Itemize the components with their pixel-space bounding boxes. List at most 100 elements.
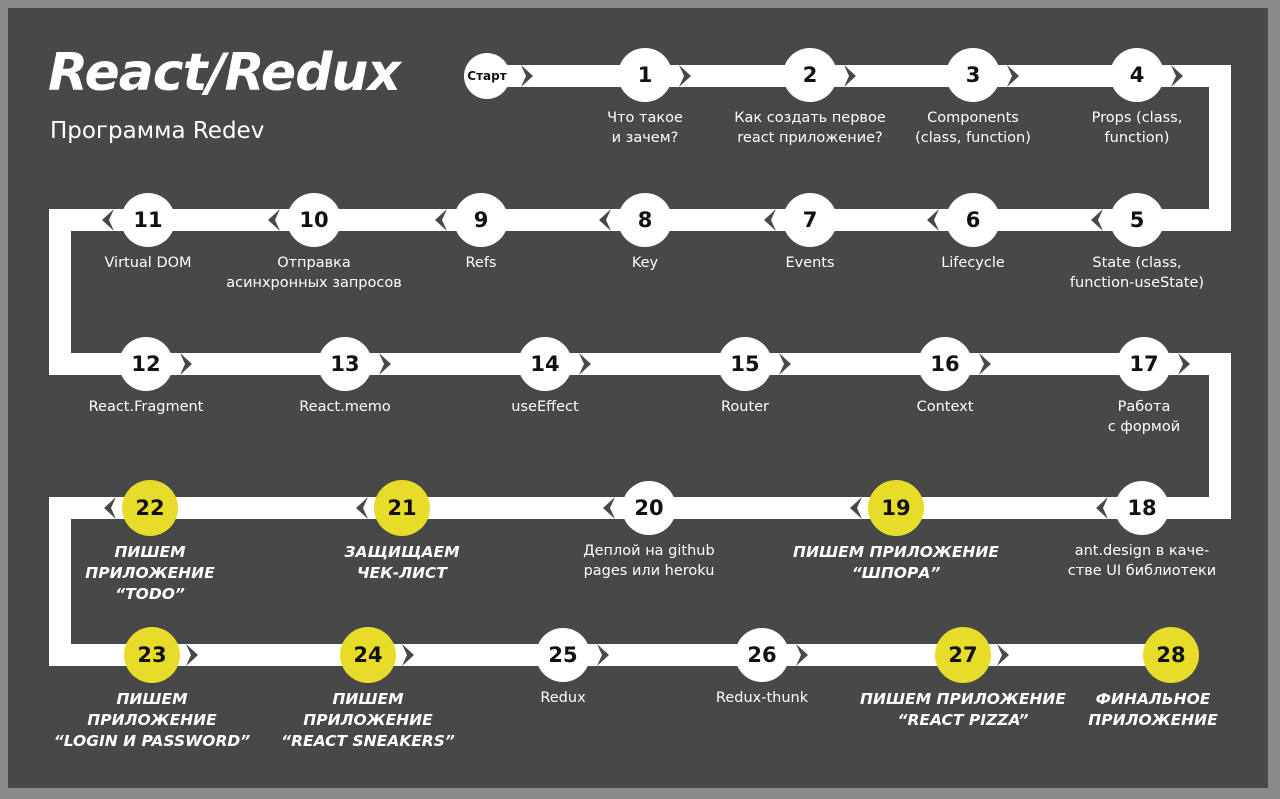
step-node-17: 17 <box>1117 337 1171 391</box>
step-node-6: 6 <box>946 193 1000 247</box>
step-label-15: Router <box>720 399 770 415</box>
step-node-5: 5 <box>1110 193 1164 247</box>
step-label-24: Пишем приложение “React Sneakers” <box>281 690 455 750</box>
step-number: 15 <box>730 352 760 376</box>
step-label-3: Components (class, function) <box>915 110 1031 146</box>
track-chevron <box>764 209 776 231</box>
step-label-5: State (class, function-useState) <box>1069 255 1205 291</box>
track-chevron <box>268 209 280 231</box>
step-label-11: Virtual DOM <box>104 255 192 271</box>
step-node-27: 27 <box>935 627 991 683</box>
track-chevron <box>979 353 991 375</box>
step-label-10: Отправка асинхронных запросов <box>226 255 402 291</box>
step-label-28: Финальное приложение <box>1088 690 1218 729</box>
step-number: 27 <box>948 643 978 667</box>
step-label-27: Пишем приложение “React pizza” <box>860 690 1066 729</box>
step-label-14: useEffect <box>511 399 579 415</box>
track-chevron <box>997 644 1009 666</box>
step-number: 1 <box>637 63 653 87</box>
track-chevron <box>1178 353 1190 375</box>
step-label-4: Props (class, function) <box>1091 110 1183 146</box>
track-chevron <box>844 65 856 87</box>
track-chevron <box>1007 65 1019 87</box>
step-node-26: 26 <box>735 628 789 682</box>
step-node-2: 2 <box>783 48 837 102</box>
step-label-23: Пишем приложение “login и password” <box>53 690 251 750</box>
step-label-6: Lifecycle <box>941 255 1005 271</box>
page-title: React/Redux <box>48 43 401 103</box>
step-label-12: React.Fragment <box>88 399 204 415</box>
step-node-24: 24 <box>340 627 396 683</box>
step-node-23: 23 <box>124 627 180 683</box>
step-label-7: Events <box>785 255 835 271</box>
step-number: 5 <box>1129 208 1145 232</box>
step-number: 18 <box>1127 496 1157 520</box>
step-node-19: 19 <box>868 480 924 536</box>
step-label-1: Что такое и зачем? <box>607 110 683 146</box>
step-label-18: ant.design в каче- стве UI библиотеки <box>1067 543 1217 579</box>
step-node-13: 13 <box>318 337 372 391</box>
step-label-13: React.memo <box>299 399 391 415</box>
step-number: 11 <box>133 208 163 232</box>
step-number: 17 <box>1129 352 1159 376</box>
step-label-16: Context <box>916 399 974 415</box>
step-number: 20 <box>634 496 664 520</box>
step-number: 8 <box>637 208 653 232</box>
step-number: 28 <box>1156 643 1186 667</box>
track-chevron <box>521 65 533 87</box>
step-number: 26 <box>747 643 777 667</box>
step-node-14: 14 <box>518 337 572 391</box>
step-number: 7 <box>802 208 818 232</box>
step-label-26: Redux-thunk <box>715 690 809 706</box>
step-label-17: Работа с формой <box>1107 399 1181 435</box>
track-chevron <box>1205 644 1217 666</box>
step-number: 14 <box>530 352 560 376</box>
step-number: 3 <box>965 63 981 87</box>
track-chevrons <box>102 65 1217 666</box>
step-node-8: 8 <box>618 193 672 247</box>
track-chevron <box>679 65 691 87</box>
step-node-20: 20 <box>622 481 676 535</box>
step-number: 24 <box>353 643 383 667</box>
step-number: 4 <box>1129 63 1145 87</box>
page-subtitle: Программа Redev <box>50 118 265 144</box>
step-node-25: 25 <box>536 628 590 682</box>
track-chevron <box>435 209 447 231</box>
step-label-8: Key <box>631 255 659 271</box>
track-chevron <box>402 644 414 666</box>
track-path <box>49 65 1231 666</box>
track-chevron <box>356 497 368 519</box>
step-node-15: 15 <box>718 337 772 391</box>
track-chevron <box>927 209 939 231</box>
step-label-22: Пишем приложение “TODO” <box>85 543 215 603</box>
track-chevron <box>850 497 862 519</box>
step-label-20: Деплой на github pages или heroku <box>583 543 715 579</box>
step-number: 23 <box>137 643 167 667</box>
track-chevron <box>379 353 391 375</box>
step-label-9: Refs <box>465 255 497 271</box>
start-node: Старт <box>464 53 510 99</box>
track-chevron <box>1171 65 1183 87</box>
step-node-21: 21 <box>374 480 430 536</box>
step-node-9: 9 <box>454 193 508 247</box>
step-number: 6 <box>965 208 981 232</box>
start-label: Старт <box>467 69 507 83</box>
track-chevron <box>779 353 791 375</box>
step-number: 16 <box>930 352 960 376</box>
track-chevron <box>102 209 114 231</box>
track-chevron <box>180 353 192 375</box>
track-chevron <box>186 644 198 666</box>
step-label-19: Пишем приложение “шпора” <box>793 543 999 582</box>
step-number: 2 <box>802 63 818 87</box>
step-label-2: Как создать первое react приложение? <box>734 110 886 146</box>
step-label-25: Redux <box>540 690 586 706</box>
step-number: 22 <box>135 496 165 520</box>
track-chevron <box>796 644 808 666</box>
step-node-1: 1 <box>618 48 672 102</box>
step-node-3: 3 <box>946 48 1000 102</box>
step-label-21: Защищаем чек-лист <box>344 543 460 582</box>
step-number: 19 <box>881 496 911 520</box>
step-number: 10 <box>299 208 329 232</box>
track-chevron <box>579 353 591 375</box>
